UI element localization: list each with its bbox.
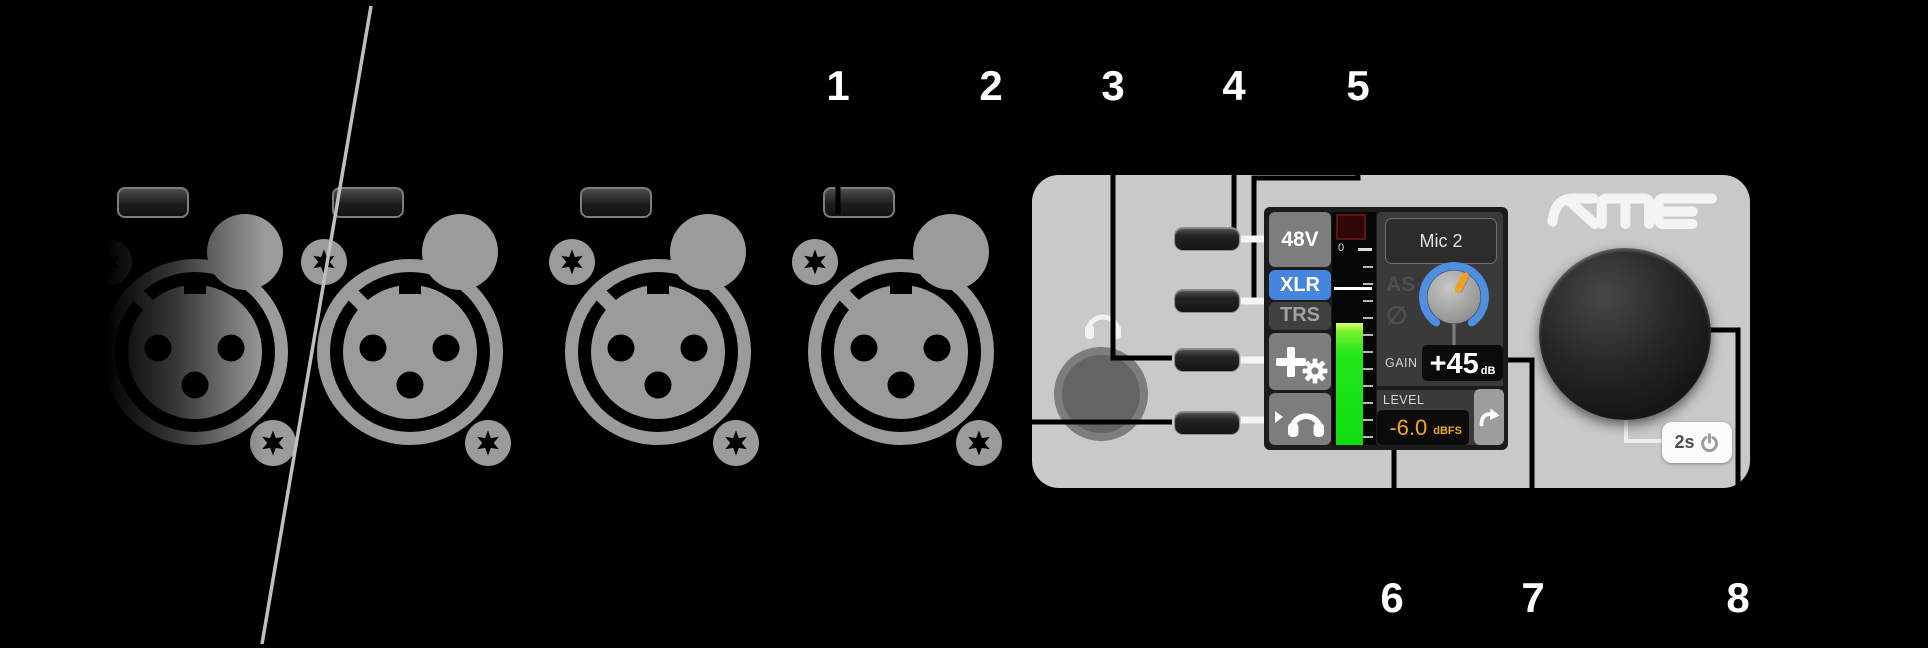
xlr-pin <box>923 334 951 362</box>
meter-tick <box>1363 266 1373 268</box>
xlr-pin <box>680 334 708 362</box>
triangle-marker-icon <box>1275 411 1283 423</box>
clip-indicator <box>1336 214 1366 240</box>
level-readout: -6.0 dBFS <box>1377 410 1469 445</box>
encoder-knob[interactable] <box>1539 248 1711 420</box>
xlr-pin <box>359 334 387 362</box>
level-unit: dBFS <box>1433 424 1462 437</box>
xlr-face <box>343 285 477 419</box>
xlr-pin <box>396 371 424 399</box>
xlr-pin <box>217 334 245 362</box>
power-hold-badge: 2s <box>1662 422 1732 463</box>
return-arrow-cell[interactable] <box>1474 389 1504 445</box>
torx-screw-icon <box>465 420 511 466</box>
xlr-pin <box>432 334 460 362</box>
meter-zero-tick <box>1358 248 1372 251</box>
callout-2: 2 <box>979 62 1003 109</box>
power-hold-time: 2s <box>1674 432 1695 452</box>
xlr-face <box>834 285 968 419</box>
callout-1: 1 <box>826 62 850 109</box>
xlr-face <box>591 285 725 419</box>
meter-tick <box>1363 368 1373 370</box>
select-button-4[interactable] <box>1174 411 1240 435</box>
headphone-output-cell[interactable] <box>1269 393 1331 445</box>
gain-unit: dB <box>1480 365 1496 377</box>
gain-label: GAIN <box>1385 356 1418 370</box>
peak-hold-line <box>1334 287 1372 290</box>
select-button-1[interactable] <box>1174 227 1240 251</box>
xlr-pin <box>181 371 209 399</box>
xlr-pin <box>644 371 672 399</box>
callout-4: 4 <box>1222 62 1246 109</box>
xlr-mount-ring <box>808 259 994 445</box>
channel-button-4[interactable] <box>823 187 895 218</box>
callout-3: 3 <box>1101 62 1125 109</box>
phantom-power-cell[interactable]: 48V <box>1269 212 1331 267</box>
torx-screw-icon <box>301 239 347 285</box>
gain-value: +45 <box>1429 348 1479 380</box>
gain-knob-icon[interactable] <box>1416 259 1492 355</box>
xlr-connector-3 <box>518 192 798 512</box>
select-button-2[interactable] <box>1174 289 1240 313</box>
meter-tick <box>1363 351 1373 353</box>
plus-icon <box>1276 347 1306 377</box>
add-settings-cell[interactable] <box>1269 333 1331 390</box>
select-button-3[interactable] <box>1174 348 1240 372</box>
gain-readout: +45 dB <box>1422 345 1503 381</box>
meter-green-bar <box>1336 323 1363 445</box>
power-icon <box>1700 433 1718 452</box>
xlr-connector-4 <box>761 192 1041 512</box>
rme-logo <box>1547 193 1717 230</box>
channel-button-1[interactable] <box>117 187 189 218</box>
headphone-output-icon <box>1288 413 1324 438</box>
level-label: LEVEL <box>1383 393 1425 407</box>
phase-invert-icon: ∅ <box>1386 302 1408 330</box>
callout-6: 6 <box>1380 574 1404 621</box>
display-divider <box>1377 386 1503 390</box>
channel-name-box[interactable]: Mic 2 <box>1385 218 1497 264</box>
callout-8: 8 <box>1726 574 1750 621</box>
callout-5: 5 <box>1346 62 1370 109</box>
xlr-pin <box>144 334 172 362</box>
meter-tick <box>1363 385 1373 387</box>
meter-tick <box>1363 317 1373 319</box>
torx-screw-icon <box>956 420 1002 466</box>
channel-display: 48V XLR TRS <box>1264 207 1508 450</box>
return-arrow-icon <box>1479 408 1500 427</box>
meter-tick <box>1363 402 1373 404</box>
xlr-connector-2 <box>270 192 550 512</box>
torx-screw-icon <box>549 239 595 285</box>
torx-screw-icon <box>792 239 838 285</box>
xlr-face <box>128 285 262 419</box>
gear-icon <box>1302 358 1328 384</box>
xlr-pin <box>850 334 878 362</box>
level-value: -6.0 <box>1389 414 1428 440</box>
meter-tick <box>1363 283 1373 285</box>
torx-screw-icon <box>86 239 132 285</box>
input-mode-trs-cell[interactable]: TRS <box>1269 302 1331 330</box>
xlr-pin <box>607 334 635 362</box>
meter-tick <box>1363 300 1373 302</box>
meter-tick <box>1363 436 1373 438</box>
callout-7: 7 <box>1521 574 1545 621</box>
meter-zero-label: 0 <box>1338 242 1345 254</box>
xlr-pin <box>887 371 915 399</box>
xlr-mount-ring <box>565 259 751 445</box>
torx-screw-icon <box>713 420 759 466</box>
input-mode-xlr-cell[interactable]: XLR <box>1269 270 1331 300</box>
channel-button-3[interactable] <box>580 187 652 218</box>
meter-tick <box>1363 419 1373 421</box>
meter-tick <box>1363 334 1373 336</box>
autoset-label: AS <box>1386 273 1416 296</box>
